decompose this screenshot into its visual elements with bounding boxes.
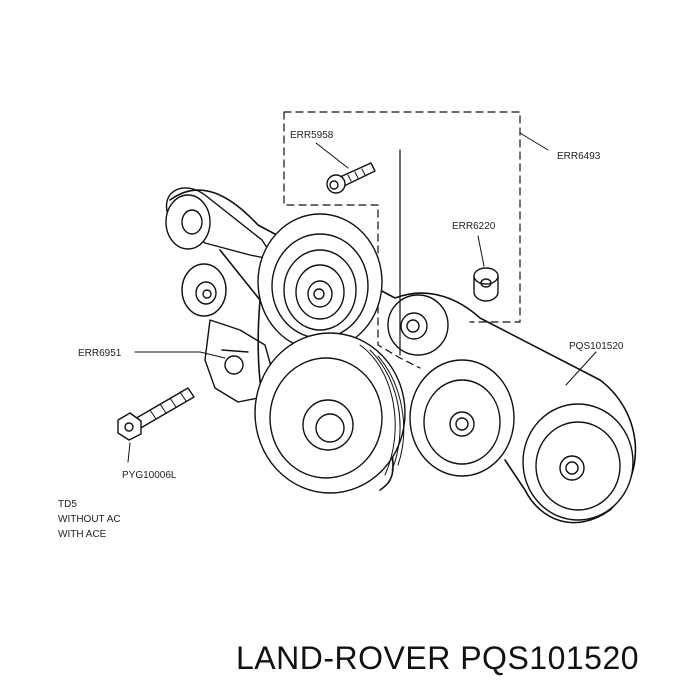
leader-err5958	[315, 142, 349, 169]
spacer-err6220	[473, 267, 499, 302]
note-line: WITHOUT AC	[58, 514, 121, 525]
idler-pulley	[387, 149, 449, 356]
lower-right-pulley	[522, 403, 634, 521]
label-err6220: ERR6220	[452, 221, 496, 232]
label-err5958: ERR5958	[290, 130, 334, 141]
label-pqs101520: PQS101520	[569, 341, 624, 352]
leader-pqs101520	[565, 351, 597, 386]
leader-err6493	[519, 132, 549, 151]
note-line: WITH ACE	[58, 529, 107, 540]
applicability-note: TD5 WITHOUT AC WITH ACE	[58, 497, 121, 542]
bolt-err5958	[326, 162, 376, 194]
leader-err6220	[477, 235, 485, 267]
mid-right-pulley	[409, 359, 515, 477]
bracket-err6951	[204, 319, 273, 403]
tensioner-roller	[165, 187, 276, 317]
part-number: PQS101520	[460, 640, 640, 676]
label-pyg10006l: PYG10006L	[122, 470, 177, 481]
label-err6493: ERR6493	[557, 151, 601, 162]
leader-err6951	[134, 351, 226, 359]
part-caption: LAND-ROVER PQS101520	[236, 640, 639, 677]
leader-pyg10006l	[127, 442, 131, 463]
note-line: TD5	[58, 499, 77, 510]
brand-name: LAND-ROVER	[236, 640, 451, 676]
upper-pulley	[257, 213, 383, 351]
crank-pulley	[254, 332, 406, 494]
label-err6951: ERR6951	[78, 348, 122, 359]
bolt-pyg10006l	[117, 387, 195, 441]
